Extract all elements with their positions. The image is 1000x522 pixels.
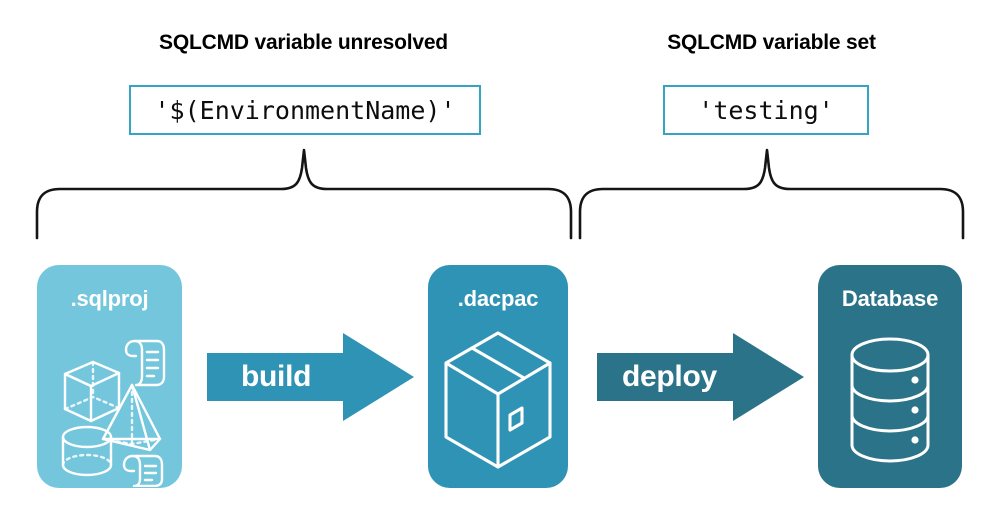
sql-script-icon-2 [122, 454, 164, 488]
arrow-build-label: build [241, 360, 312, 393]
right-arrow-icon [597, 333, 804, 421]
cube-shape-icon [63, 360, 121, 423]
arrow-deploy[interactable]: deploy [597, 333, 804, 421]
card-dacpac-label: .dacpac [457, 286, 539, 311]
project-shapes-icon [37, 317, 182, 492]
card-database[interactable]: Database [818, 265, 962, 488]
arrow-build[interactable]: build [207, 333, 414, 421]
brace-left [35, 148, 573, 240]
pyramid-shape-icon [101, 383, 162, 452]
right-arrow-icon [207, 333, 414, 421]
card-sqlproj-label: .sqlproj [70, 286, 149, 311]
section-title-right: SQLCMD variable set [667, 31, 876, 54]
sql-script-icon [124, 339, 166, 387]
section-title-left: SQLCMD variable unresolved [159, 31, 448, 54]
sqlcmd-variable-set-value-box: 'testing' [663, 85, 869, 135]
card-database-label: Database [841, 286, 939, 311]
arrow-deploy-label: deploy [622, 360, 717, 393]
cylinder-shape-icon [61, 425, 113, 477]
brace-right [578, 148, 965, 240]
sqlcmd-variable-unresolved-value-box: '$(EnvironmentName)' [129, 85, 481, 135]
database-cylinder-icon [818, 320, 962, 490]
card-dacpac[interactable]: .dacpac [428, 265, 568, 488]
package-box-icon [428, 315, 568, 492]
card-sqlproj[interactable]: .sqlproj [37, 265, 182, 488]
